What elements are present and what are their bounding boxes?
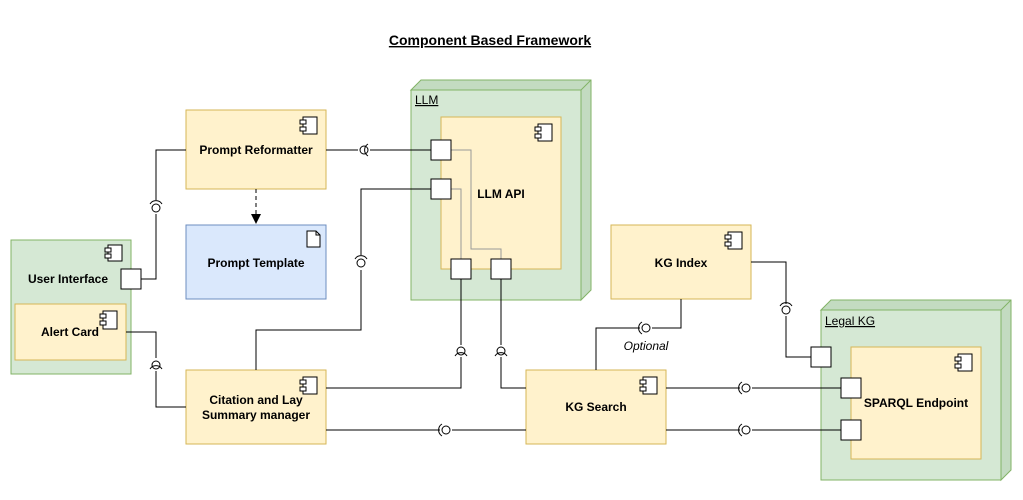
llm-port-2[interactable]: [430, 178, 452, 200]
sparql-endpoint-component[interactable]: SPARQL Endpoint: [850, 346, 982, 460]
connector-alert-citation: [126, 331, 186, 408]
component-icon: [954, 353, 973, 372]
prompt-reformatter-component[interactable]: Prompt Reformatter: [185, 109, 327, 190]
internal-delegation: [451, 149, 502, 259]
kg-index-component[interactable]: KG Index: [610, 224, 752, 300]
connector-citation-kgsearch: [326, 423, 526, 437]
legal-kg-port[interactable]: [810, 346, 832, 368]
llm-port-3[interactable]: [450, 258, 472, 280]
llm-api-component[interactable]: LLM API: [440, 116, 562, 270]
sparql-endpoint-label: SPARQL Endpoint: [864, 396, 968, 410]
dependency-arrow: [251, 189, 261, 224]
connector-kgsearch-kgindex: [595, 299, 682, 370]
citation-manager-label-line2: Summary manager: [202, 408, 310, 422]
kg-search-label: KG Search: [565, 400, 626, 414]
diagram-title: Component Based Framework: [389, 32, 591, 48]
connector-kgsearch-sparql-2: [666, 423, 841, 437]
user-interface-label: User Interface: [28, 272, 108, 286]
kg-search-component[interactable]: KG Search: [525, 369, 667, 445]
connector-citation-llm: [255, 188, 431, 370]
legal-kg-node-label: Legal KG: [825, 314, 875, 328]
prompt-reformatter-label: Prompt Reformatter: [199, 143, 313, 157]
component-icon: [639, 376, 658, 395]
connector-kgindex-legalkg: [751, 261, 811, 358]
connector-citation-llm-bottom: [326, 279, 468, 389]
connector-kgsearch-llm: [494, 279, 526, 389]
component-icon: [299, 116, 318, 135]
prompt-template-document[interactable]: Prompt Template: [185, 224, 327, 300]
llm-api-label: LLM API: [477, 187, 525, 201]
component-icon: [534, 123, 553, 142]
citation-manager-component[interactable]: Citation and Lay Summary manager: [185, 369, 327, 445]
component-icon: [724, 231, 743, 250]
kg-index-label: KG Index: [655, 256, 708, 270]
prompt-template-label: Prompt Template: [207, 256, 304, 270]
citation-manager-label-line1: Citation and Lay: [209, 393, 303, 407]
sparql-port-1[interactable]: [840, 377, 862, 399]
connector-reformatter-llm: [326, 143, 431, 157]
document-icon: [306, 230, 321, 248]
alert-card-label: Alert Card: [41, 325, 99, 339]
component-icon: [104, 244, 123, 262]
optional-label: Optional: [624, 339, 669, 353]
llm-node-label: LLM: [415, 93, 438, 107]
component-icon: [299, 376, 318, 395]
ui-port[interactable]: [120, 268, 142, 290]
llm-port-1[interactable]: [430, 139, 452, 161]
llm-port-4[interactable]: [490, 258, 512, 280]
alert-card-component[interactable]: Alert Card: [14, 303, 127, 361]
sparql-port-2[interactable]: [840, 419, 862, 441]
connector-ui-reformatter: [141, 149, 186, 280]
component-icon: [99, 310, 118, 330]
connector-kgsearch-sparql-1: [666, 381, 841, 395]
